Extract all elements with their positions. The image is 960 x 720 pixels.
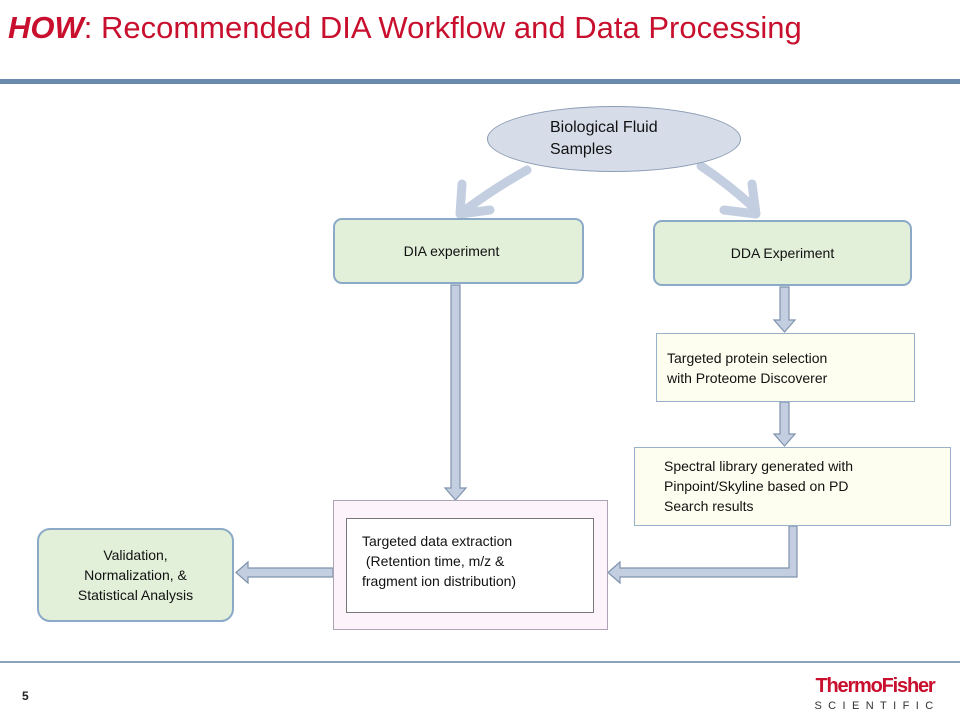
logo-line-1: ThermoFisher bbox=[815, 675, 936, 697]
arrow-head-dia bbox=[455, 179, 495, 219]
page-number: 5 bbox=[22, 689, 29, 703]
samples-line-1: Biological Fluid bbox=[550, 119, 658, 136]
validation-line-1: Validation, bbox=[103, 547, 168, 563]
arrow-samples-to-dda bbox=[696, 161, 757, 211]
validation-line-2: Normalization, & bbox=[84, 567, 187, 583]
spectral-library-box: Spectral library generated with Pinpoint… bbox=[634, 447, 951, 526]
protein-selection-box: Targeted protein selection with Proteome… bbox=[656, 333, 915, 402]
spectral-library-line-2: Pinpoint/Skyline based on PD bbox=[664, 478, 849, 494]
arrow-library-to-extraction bbox=[607, 525, 798, 585]
extraction-line-1: Targeted data extraction bbox=[362, 533, 513, 549]
slide-title: HOW: Recommended DIA Workflow and Data P… bbox=[8, 10, 802, 46]
arrow-dda-to-selection bbox=[772, 286, 797, 333]
extraction-line-3: fragment ion distribution) bbox=[362, 573, 517, 589]
samples-label: Biological Fluid Samples bbox=[550, 117, 658, 161]
dda-label: DDA Experiment bbox=[730, 245, 835, 261]
arrow-dia-to-extraction bbox=[443, 284, 468, 501]
title-how: HOW bbox=[8, 10, 84, 45]
dia-experiment-box: DIA experiment bbox=[333, 218, 584, 284]
arrow-samples-to-dia bbox=[463, 165, 532, 213]
samples-ellipse: Biological Fluid Samples bbox=[487, 106, 741, 172]
thermofisher-logo: ThermoFisher SCIENTIFIC bbox=[810, 676, 940, 712]
samples-line-2: Samples bbox=[550, 141, 613, 158]
arrow-head-dda bbox=[719, 179, 761, 219]
spectral-library-line-1: Spectral library generated with bbox=[664, 458, 854, 474]
title-rest: : Recommended DIA Workflow and Data Proc… bbox=[83, 10, 802, 45]
logo-line-2: SCIENTIFIC bbox=[814, 700, 940, 712]
arrow-extraction-to-validation bbox=[235, 560, 334, 585]
footer-divider bbox=[0, 661, 960, 663]
extraction-line-2: (Retention time, m/z & bbox=[362, 553, 505, 569]
spectral-library-line-3: Search results bbox=[664, 498, 754, 514]
protein-selection-line-1: Targeted protein selection bbox=[667, 350, 828, 366]
validation-line-3: Statistical Analysis bbox=[77, 587, 194, 603]
arrow-selection-to-library bbox=[772, 401, 797, 447]
dda-experiment-box: DDA Experiment bbox=[653, 220, 912, 286]
title-divider bbox=[0, 79, 960, 84]
validation-box: Validation, Normalization, & Statistical… bbox=[37, 528, 234, 622]
extraction-inner-box: Targeted data extraction (Retention time… bbox=[346, 518, 594, 613]
dia-label: DIA experiment bbox=[403, 243, 500, 259]
protein-selection-line-2: with Proteome Discoverer bbox=[667, 370, 828, 386]
